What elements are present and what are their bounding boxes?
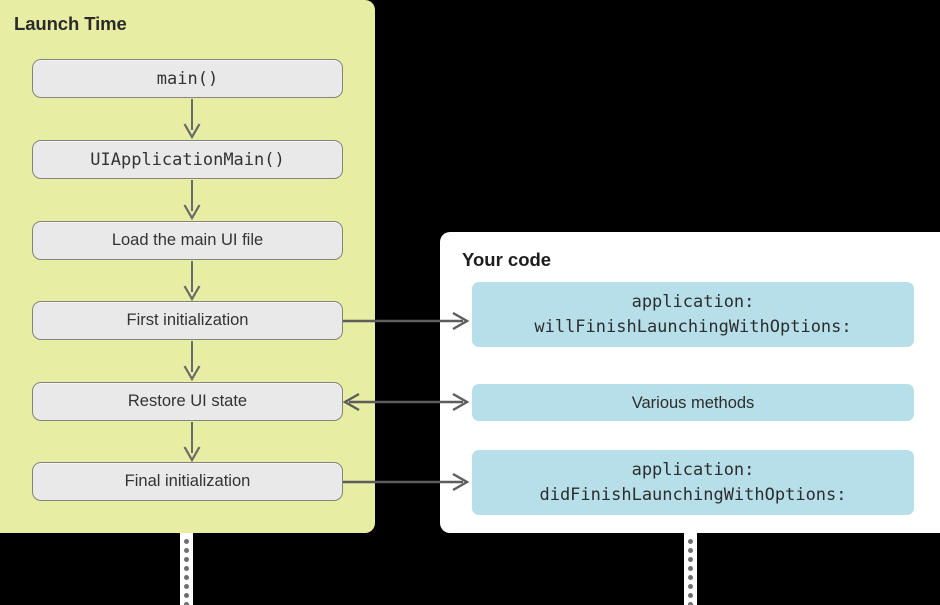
link-arrow-first-init-to-willfinish [343,311,470,331]
flow-step-first-initialization: First initialization [32,301,343,340]
timeline-dot [184,548,189,553]
flow-step-label: Restore UI state [127,392,248,410]
timeline-dot [184,557,189,562]
timeline-dot [184,566,189,571]
your-code-title: Your code [462,249,552,270]
launch-time-title: Launch Time [14,13,127,34]
link-arrow-restore-ui-state-bidirectional [343,392,470,412]
flow-step-uiapplicationmain: UIApplicationMain() [32,140,343,179]
timeline-dot [688,602,693,605]
timeline-dot [688,575,693,580]
timeline-dot [688,539,693,544]
down-arrow-icon [183,99,201,139]
flow-step-label: UIApplicationMain() [90,149,285,170]
timeline-dot [184,602,189,605]
code-box-line2: didFinishLaunchingWithOptions: [539,484,847,505]
flow-step-label: main() [156,68,219,89]
code-box-will-finish-launching: application: willFinishLaunchingWithOpti… [472,282,914,347]
timeline-dot [688,566,693,571]
timeline-dot [184,593,189,598]
flow-step-main: main() [32,59,343,98]
flow-step-label: First initialization [126,311,249,329]
timeline-continuation-right [684,533,697,605]
timeline-dot [688,593,693,598]
timeline-dot [184,584,189,589]
timeline-dot [184,539,189,544]
link-arrow-final-init-to-didfinish [343,472,470,492]
flow-step-label: Final initialization [124,472,251,490]
your-code-panel: Your code application: willFinishLaunchi… [440,232,940,533]
code-box-line2: willFinishLaunchingWithOptions: [534,316,852,337]
timeline-dot [688,584,693,589]
down-arrow-icon [183,261,201,301]
timeline-dot [688,557,693,562]
code-box-line1: application: [631,459,755,480]
down-arrow-icon [183,422,201,462]
down-arrow-icon [183,180,201,220]
code-box-various-methods: Various methods [472,384,914,421]
code-box-did-finish-launching: application: didFinishLaunchingWithOptio… [472,450,914,515]
timeline-dot [184,575,189,580]
flow-step-restore-ui-state: Restore UI state [32,382,343,421]
down-arrow-icon [183,341,201,381]
timeline-continuation-left [180,533,193,605]
code-box-line1: application: [631,291,755,312]
flow-step-final-initialization: Final initialization [32,462,343,501]
flow-step-load-main-ui-file: Load the main UI file [32,221,343,260]
flow-step-label: Load the main UI file [111,231,264,249]
code-box-line1: Various methods [631,393,755,412]
timeline-dot [688,548,693,553]
